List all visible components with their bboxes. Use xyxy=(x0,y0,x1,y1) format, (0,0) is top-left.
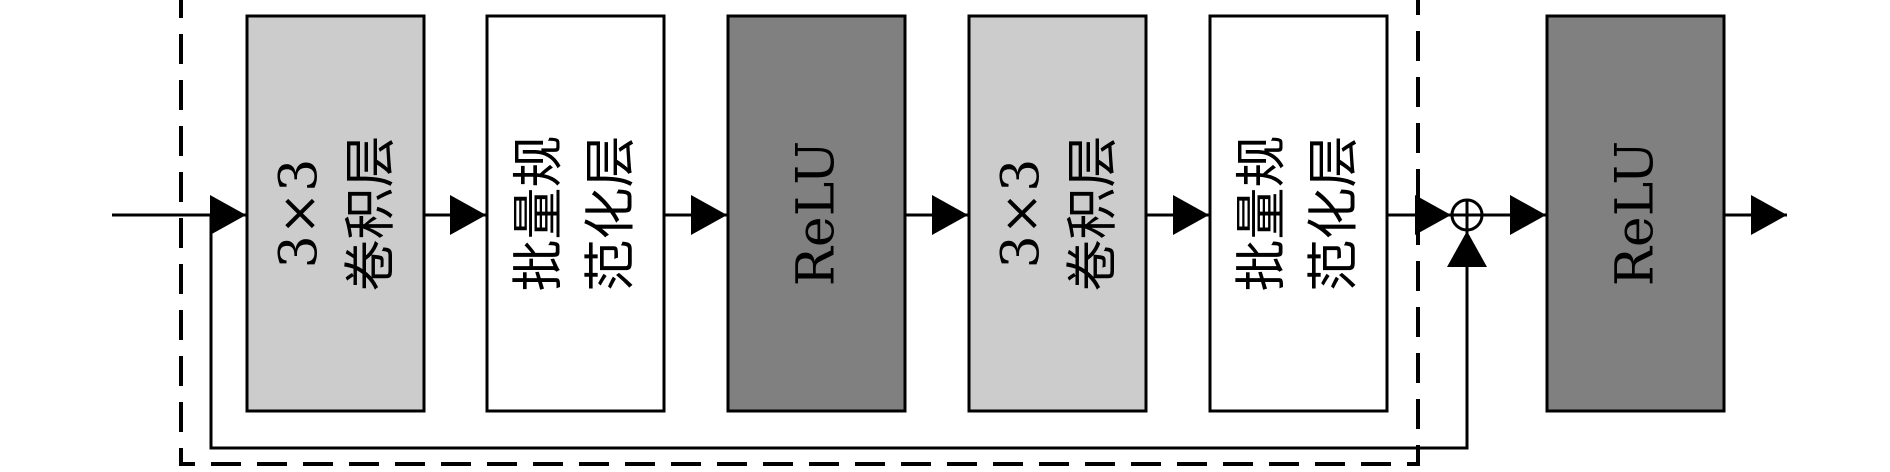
block-bn-2: 批量规范化层 xyxy=(1208,14,1389,413)
conv-1-box xyxy=(245,14,426,413)
skip-connection-line xyxy=(209,215,1469,450)
bn-1-label-line-1: 批量规 xyxy=(510,135,570,291)
bn-1-box xyxy=(485,14,666,413)
bn-2-label-line-2: 范化层 xyxy=(1305,135,1365,291)
block-relu-1: ReLU xyxy=(726,14,907,413)
conv-2-label-line-2: 卷积层 xyxy=(1064,135,1124,291)
conv-2-box xyxy=(967,14,1148,413)
bn-1-label-line-2: 范化层 xyxy=(582,135,642,291)
conv-1-label-line-1: 3×3 xyxy=(270,159,330,269)
block-bn-1: 批量规范化层 xyxy=(485,14,666,413)
bn-2-label-line-1: 批量规 xyxy=(1233,135,1293,291)
conv-2-label-line-1: 3×3 xyxy=(992,159,1052,269)
relu-1-box xyxy=(726,14,907,413)
conv-1-label-line-2: 卷积层 xyxy=(342,135,402,291)
bn-2-box xyxy=(1208,14,1389,413)
relu-out-label-line-1: ReLU xyxy=(1606,141,1666,286)
sum-node xyxy=(1450,198,1484,232)
relu-out-box xyxy=(1545,14,1726,413)
relu-1-label-line-1: ReLU xyxy=(787,141,847,286)
block-relu-out: ReLU xyxy=(1545,14,1726,413)
